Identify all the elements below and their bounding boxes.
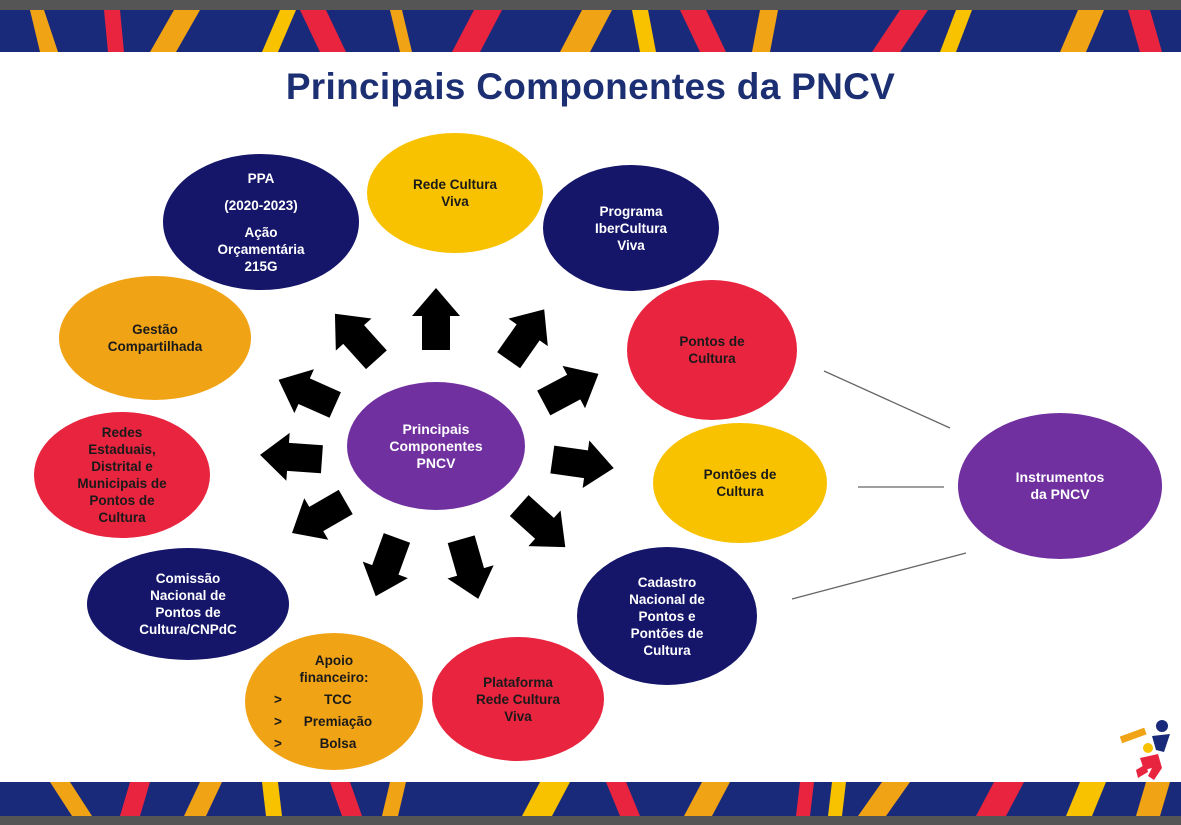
arrow-up-right	[497, 309, 548, 369]
node-redes-line: Municipais de	[77, 476, 167, 491]
node-comissao-line: Cultura/CNPdC	[139, 622, 237, 637]
center-node-line: Principais	[402, 420, 470, 437]
arrow-left-up	[278, 369, 341, 418]
node-comissao-line: Comissão	[155, 571, 221, 586]
node-gestao-line: Gestão	[132, 322, 178, 337]
node-apoio-line: financeiro:	[299, 669, 369, 685]
node-redes-line: Pontos de	[89, 493, 155, 508]
node-redes-line: Cultura	[98, 510, 146, 525]
node-rede-line: Viva	[441, 194, 469, 209]
node-iber-line: IberCultura	[594, 220, 667, 236]
node-pontos-line: Pontos de	[679, 334, 745, 349]
apoio-item-marker: >	[274, 735, 282, 751]
node-pontoes-line: Cultura	[716, 484, 764, 499]
node-pontoes-line: Pontões de	[703, 467, 777, 482]
node-iber-line: Programa	[599, 203, 663, 219]
node-ppa-line: PPA	[247, 170, 275, 186]
node-comissao-nacional: Comissão Nacional de Pontos de Cultura/C…	[87, 548, 289, 660]
apoio-item-label: Bolsa	[319, 735, 357, 751]
arrow-left	[260, 432, 323, 481]
node-rede-line: Rede Cultura	[412, 177, 497, 192]
arrow-up	[412, 288, 460, 350]
node-plataforma-rede-cultura-viva: Plataforma Rede Cultura Viva	[432, 637, 604, 761]
node-ppa-line: Orçamentária	[217, 241, 305, 257]
node-pontos-line: Cultura	[688, 351, 736, 366]
arrow-right	[550, 440, 614, 489]
apoio-item-label: Premiação	[303, 713, 373, 729]
node-plataforma-line: Viva	[504, 708, 532, 724]
arrow-left-down	[292, 489, 353, 540]
node-redes-line: Estaduais,	[88, 442, 156, 457]
top-decorative-band	[0, 0, 1181, 52]
apoio-item-label: TCC	[324, 691, 352, 707]
connector-line-pontos	[823, 370, 951, 429]
node-apoio-financeiro: Apoio financeiro: > TCC > Premiação > Bo…	[245, 633, 423, 770]
node-apoio-line: Apoio	[314, 652, 354, 668]
node-cadastro-line: Pontões de	[630, 625, 704, 641]
apoio-item: > TCC	[274, 691, 394, 708]
apoio-item: > Premiação	[274, 713, 394, 730]
node-plataforma-line: Plataforma	[483, 674, 553, 690]
node-cadastro-nacional: Cadastro Nacional de Pontos e Pontões de…	[577, 547, 757, 685]
node-redes-line: Distrital e	[91, 459, 153, 474]
node-instrumentos-da-pncv: Instrumentos da PNCV	[958, 413, 1162, 559]
radial-arrows	[260, 288, 614, 599]
node-ibercultura-viva: Programa IberCultura Viva	[543, 165, 719, 291]
node-iber-line: Viva	[617, 237, 645, 253]
node-ppa-line: 215G	[244, 258, 278, 274]
node-rede-cultura-viva: Rede Cultura Viva	[367, 133, 543, 253]
node-ppa-line: Ação	[244, 224, 278, 240]
center-node-line: PNCV	[416, 454, 456, 471]
node-comissao-line: Nacional de	[150, 588, 226, 603]
node-ppa: PPA (2020-2023) Ação Orçamentária 215G	[163, 154, 359, 290]
apoio-item: > Bolsa	[274, 735, 394, 752]
node-redes-estaduais: Redes Estaduais, Distrital e Municipais …	[34, 412, 210, 538]
node-pontoes-de-cultura: Pontões de Cultura	[653, 423, 827, 543]
node-pontos-de-cultura: Pontos de Cultura	[627, 280, 797, 420]
instrumentos-line: da PNCV	[1030, 486, 1090, 502]
node-plataforma-line: Rede Cultura	[475, 691, 560, 707]
arrow-down-left	[362, 533, 411, 597]
node-gestao-line: Compartilhada	[107, 339, 203, 354]
node-cadastro-line: Cadastro	[637, 574, 697, 590]
apoio-item-marker: >	[274, 713, 282, 729]
connector-line-cadastro	[791, 552, 967, 600]
page-title: Principais Componentes da PNCV	[285, 66, 896, 107]
cultura-viva-logo-icon	[1119, 720, 1170, 780]
bottom-decorative-band	[0, 782, 1181, 825]
node-redes-line: Redes	[101, 425, 143, 440]
node-cadastro-line: Nacional de	[629, 591, 705, 607]
center-node-line: Componentes	[389, 437, 483, 454]
node-gestao-compartilhada: Gestão Compartilhada	[59, 276, 251, 400]
node-cadastro-line: Pontos e	[638, 608, 696, 624]
arrow-down-right	[509, 495, 566, 548]
node-ppa-line: (2020-2023)	[224, 197, 298, 213]
instrument-connector-lines	[791, 370, 967, 600]
instrumentos-line: Instrumentos	[1015, 469, 1105, 485]
node-comissao-line: Pontos de	[155, 605, 221, 620]
arrow-right-up	[537, 365, 599, 416]
arrow-down	[447, 535, 494, 599]
apoio-item-marker: >	[274, 691, 282, 707]
center-node-principais-componentes: Principais Componentes PNCV	[347, 382, 525, 510]
arrow-up-left	[334, 313, 387, 370]
node-cadastro-line: Cultura	[643, 642, 691, 658]
